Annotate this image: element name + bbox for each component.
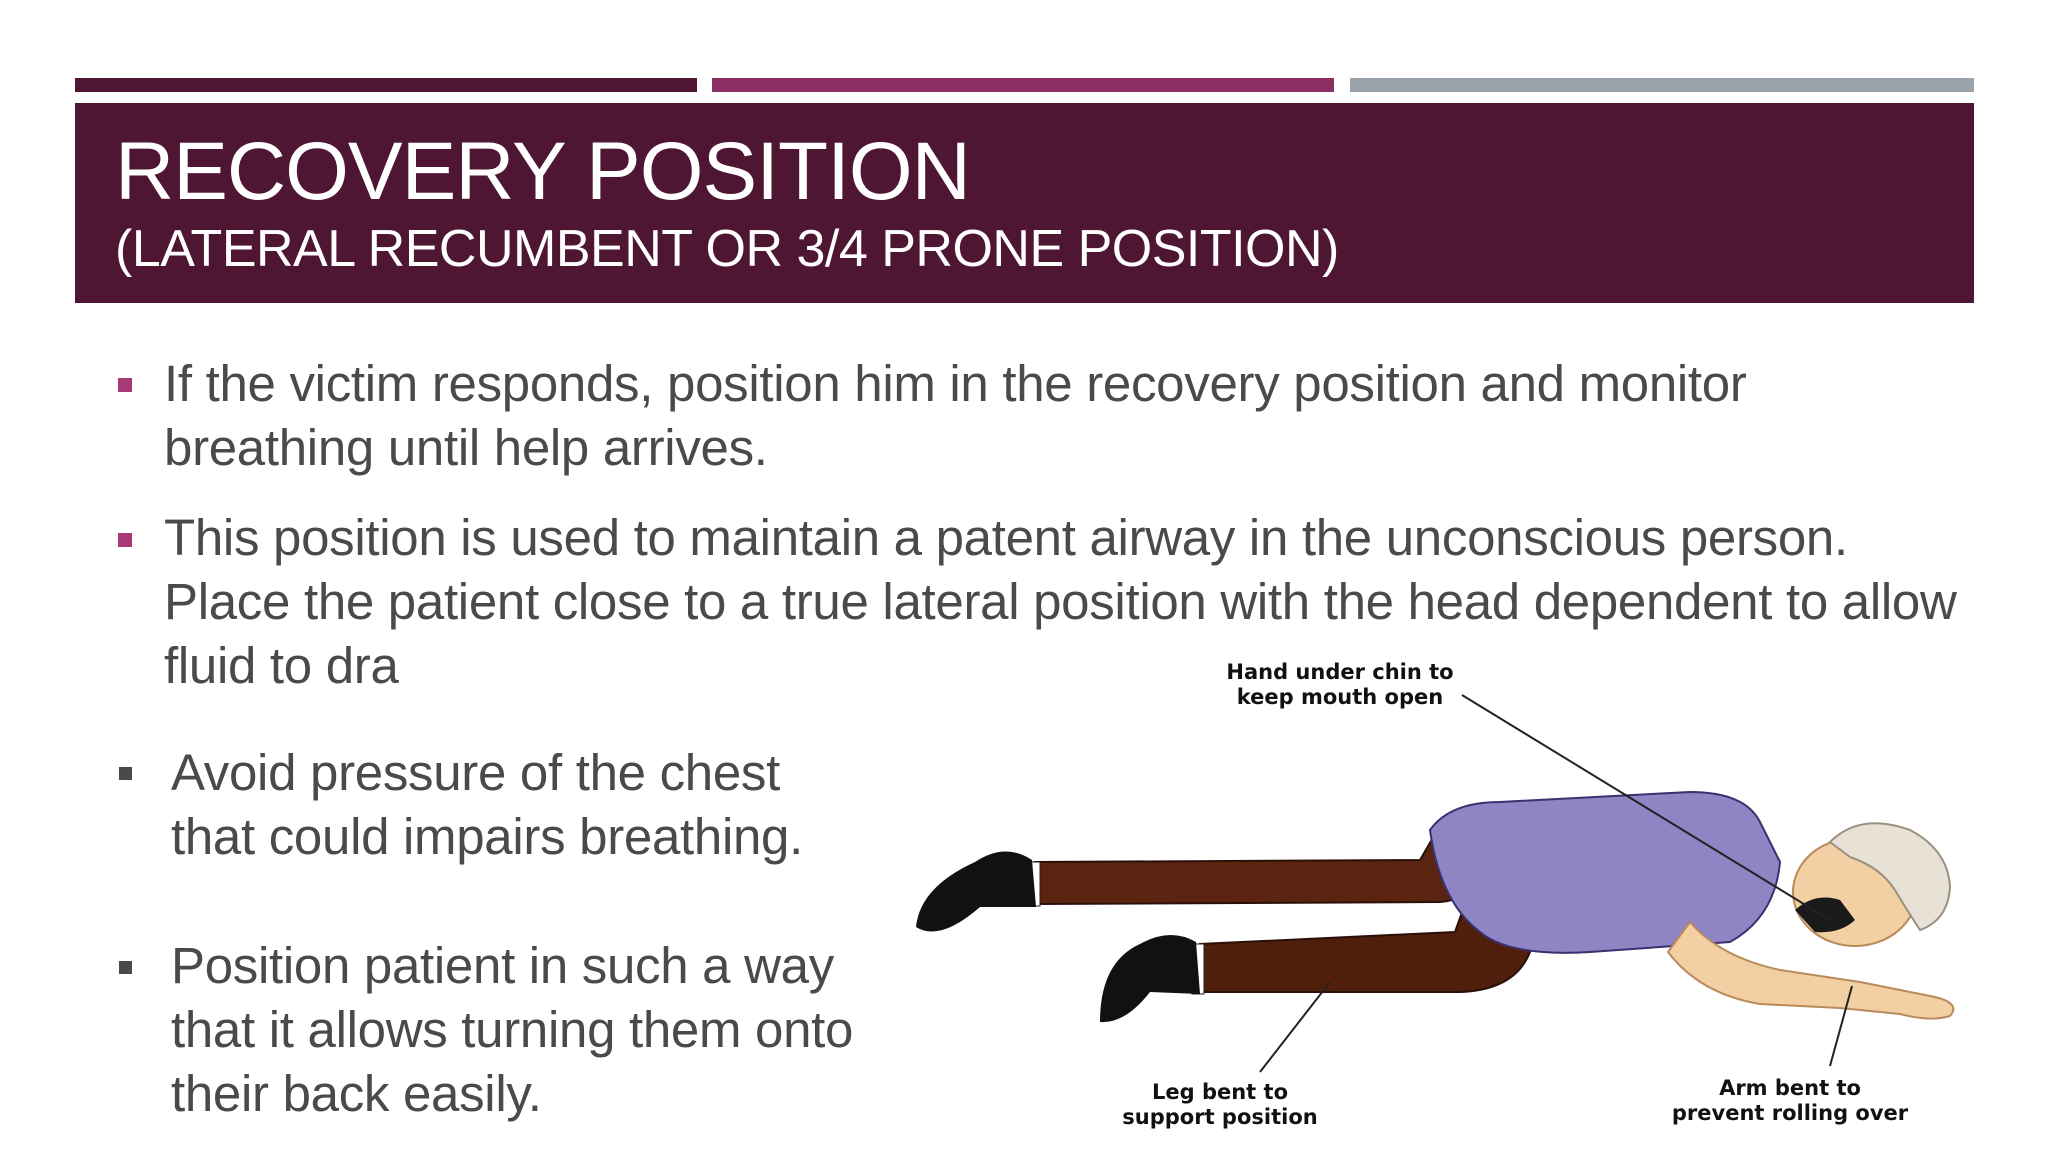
top-accent-bar-dark [75, 78, 697, 92]
label-arm-bent: Arm bent to prevent rolling over [1640, 1076, 1940, 1126]
bullet-marker-2 [118, 533, 132, 547]
recovery-position-illustration [916, 694, 1955, 1073]
label-arm-line-2: prevent rolling over [1671, 1101, 1909, 1125]
title-band: RECOVERY POSITION (LATERAL RECUMBENT OR … [75, 103, 1974, 303]
bullet-marker-4 [119, 961, 132, 974]
label-hand-line-2: keep mouth open [1236, 685, 1444, 709]
pointer-leg [1259, 981, 1331, 1073]
label-leg-bent: Leg bent to support position [1105, 1080, 1335, 1130]
bullet-marker-3 [119, 767, 132, 780]
top-accent-bar-mid [712, 78, 1334, 92]
label-leg-line-1: Leg bent to [1151, 1080, 1288, 1104]
hand-under-chin [1795, 897, 1855, 933]
forearm [1666, 920, 1955, 1020]
top-accent-bar-gray [1350, 78, 1974, 92]
bullet-text-3: Avoid pressure of the chest that could i… [171, 744, 803, 865]
shoe-lower [1100, 934, 1200, 1023]
bullet-text-1: If the victim responds, position him in … [164, 355, 1747, 476]
bullet-text-2: This position is used to maintain a pate… [164, 509, 1957, 694]
label-arm-line-1: Arm bent to [1719, 1076, 1861, 1100]
recovery-position-figure: Hand under chin to keep mouth open Leg b… [900, 652, 2048, 1152]
upper-leg [1034, 815, 1492, 906]
slide-title: RECOVERY POSITION [115, 126, 971, 217]
label-leg-line-2: support position [1122, 1105, 1318, 1129]
label-hand-under-chin: Hand under chin to keep mouth open [1210, 660, 1470, 710]
shoe-upper [916, 851, 1036, 932]
label-hand-line-1: Hand under chin to [1226, 660, 1454, 684]
bullet-marker-1 [118, 378, 132, 392]
pointer-hand [1461, 694, 1831, 921]
bullet-text-4: Position patient in such a way that it a… [171, 937, 854, 1122]
pointer-arm [1829, 985, 1853, 1067]
slide-subtitle: (LATERAL RECUMBENT OR 3/4 PRONE POSITION… [115, 220, 1339, 278]
torso-shirt [1428, 790, 1782, 954]
hair [1828, 822, 1952, 932]
